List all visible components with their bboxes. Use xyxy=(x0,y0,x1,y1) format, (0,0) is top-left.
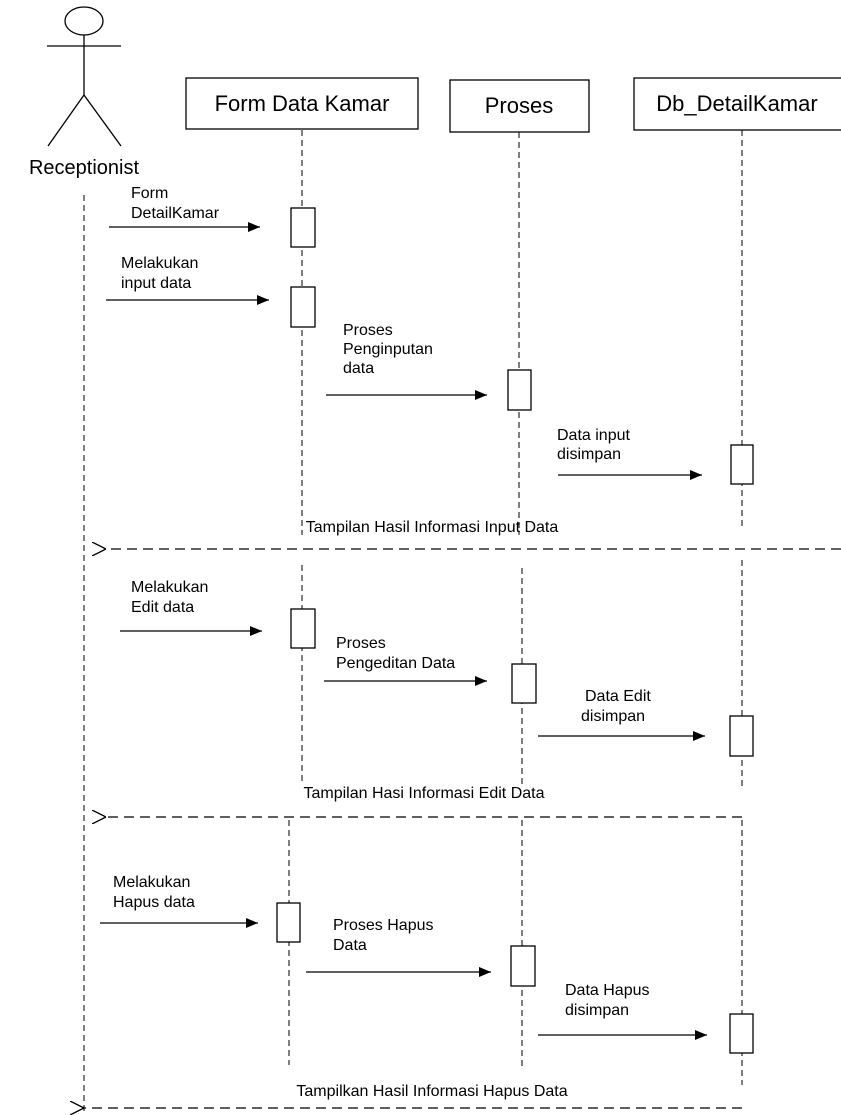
activation-box xyxy=(730,444,754,485)
message-label-line: Penginputan xyxy=(343,341,433,358)
activation-box xyxy=(290,608,316,649)
message-label: Data Edit disimpan xyxy=(581,688,655,725)
message-label-line: disimpan xyxy=(565,1002,629,1019)
actor-right-leg xyxy=(83,94,122,147)
message-label-line: disimpan xyxy=(557,446,621,463)
return-message-edit: Tampilan Hasi Informasi Edit Data xyxy=(106,785,742,817)
message-label-line: input data xyxy=(121,275,191,292)
message-label-line: Proses Hapus xyxy=(333,917,434,934)
activation-box xyxy=(510,945,536,987)
object-box xyxy=(185,77,419,130)
message-label-line: Proses xyxy=(343,322,393,339)
activations xyxy=(276,207,754,1054)
message-label-line: Data xyxy=(333,937,367,954)
message-label: Melakukan input data xyxy=(121,255,203,292)
message-data-hapus-disimpan: Data Hapus disimpan xyxy=(538,982,707,1040)
message-label: Data input disimpan xyxy=(557,427,634,463)
message-label: Form DetailKamar xyxy=(131,185,220,222)
message-melakukan-hapus-data: Melakukan Hapus data xyxy=(100,874,258,928)
message-label-line: Pengeditan Data xyxy=(336,655,455,672)
actor-receptionist: Receptionist xyxy=(29,6,140,1115)
message-label-line: data xyxy=(343,360,374,377)
activation-box xyxy=(276,902,301,943)
message-label-line: Melakukan xyxy=(131,579,208,596)
actor-name: Receptionist xyxy=(29,157,140,179)
message-label: Proses Hapus Data xyxy=(333,917,438,954)
object-box xyxy=(633,77,841,131)
return-label: Tampilan Hasi Informasi Edit Data xyxy=(304,785,545,802)
message-label-line: Hapus data xyxy=(113,894,195,911)
return-label: Tampilkan Hasil Informasi Hapus Data xyxy=(296,1083,567,1100)
message-label: Melakukan Hapus data xyxy=(113,874,195,911)
message-label-line: Proses xyxy=(336,635,386,652)
activation-box xyxy=(290,207,316,248)
message-label-line: Data Edit xyxy=(585,688,651,705)
return-message-hapus: Tampilkan Hasil Informasi Hapus Data xyxy=(84,1083,742,1108)
object-form-data-kamar: Form Data Kamar xyxy=(185,77,419,130)
message-label-line: Melakukan xyxy=(113,874,190,891)
message-label: Proses Penginputan data xyxy=(343,322,437,377)
object-label: Proses xyxy=(485,93,553,118)
activation-box xyxy=(507,369,532,411)
message-label-line: Form xyxy=(131,185,168,202)
object-label: Db_DetailKamar xyxy=(656,91,817,116)
message-melakukan-input-data: Melakukan input data xyxy=(106,255,269,305)
object-db-detailkamar: Db_DetailKamar xyxy=(633,77,841,131)
message-label-line: Data input xyxy=(557,427,630,444)
message-label-line: Melakukan xyxy=(121,255,198,272)
actor-left-leg xyxy=(47,94,85,147)
return-label: Tampilan Hasil Informasi Input Data xyxy=(306,519,559,536)
message-label: Proses Pengeditan Data xyxy=(336,635,455,672)
message-data-edit-disimpan: Data Edit disimpan xyxy=(538,688,705,741)
message-label: Melakukan Edit data xyxy=(131,579,213,616)
message-melakukan-edit-data: Melakukan Edit data xyxy=(120,579,262,636)
activation-box xyxy=(290,286,316,328)
activation-box xyxy=(729,715,754,757)
return-message-input: Tampilan Hasil Informasi Input Data xyxy=(106,519,841,549)
message-data-input-disimpan: Data input disimpan xyxy=(557,427,702,480)
message-form-detailkamar: Form DetailKamar xyxy=(109,185,260,232)
message-label: Data Hapus disimpan xyxy=(565,982,654,1019)
message-label-line: disimpan xyxy=(581,708,645,725)
message-label-line: Data Hapus xyxy=(565,982,650,999)
message-label-line: DetailKamar xyxy=(131,205,220,222)
object-label: Form Data Kamar xyxy=(215,91,390,116)
message-label-line: Edit data xyxy=(131,599,194,616)
message-proses-penginputan-data: Proses Penginputan data xyxy=(326,322,487,400)
message-proses-hapus-data: Proses Hapus Data xyxy=(306,917,491,977)
activation-box xyxy=(511,663,537,704)
activation-box xyxy=(729,1013,754,1054)
actor-head xyxy=(64,6,104,36)
message-proses-pengeditan-data: Proses Pengeditan Data xyxy=(324,635,487,686)
object-proses: Proses xyxy=(449,79,590,133)
